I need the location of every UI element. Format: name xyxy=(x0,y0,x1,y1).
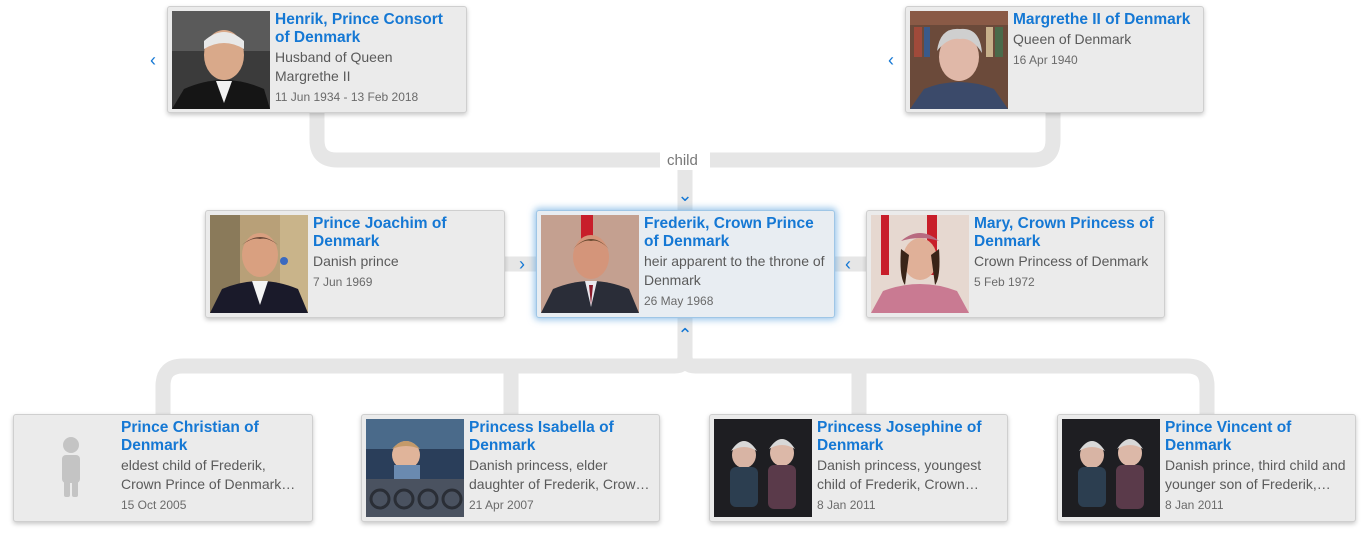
person-card-joachim[interactable]: Prince Joachim of Denmark Danish prince … xyxy=(205,210,505,318)
person-name[interactable]: Frederik, Crown Prince of Denmark xyxy=(644,215,814,250)
portrait-photo xyxy=(366,419,464,517)
chevron-left-icon[interactable]: ‹ xyxy=(845,254,851,274)
person-name[interactable]: Prince Joachim of Denmark xyxy=(313,215,447,250)
person-description: eldest child of Frederik, Crown Prince o… xyxy=(121,457,282,492)
person-dates: 5 Feb 1972 xyxy=(974,275,1035,289)
portrait-photo xyxy=(1062,419,1160,517)
person-description: Danish princess, youngest child of Frede… xyxy=(817,457,982,492)
person-card-mary[interactable]: Mary, Crown Princess of Denmark Crown Pr… xyxy=(866,210,1165,318)
portrait-photo xyxy=(714,419,812,517)
person-name[interactable]: Princess Isabella of Denmark xyxy=(469,419,614,454)
person-card-margrethe[interactable]: Margrethe II of Denmark Queen of Denmark… xyxy=(905,6,1204,113)
person-name[interactable]: Princess Josephine of Denmark xyxy=(817,419,982,454)
person-card-christian[interactable]: Prince Christian of Denmark eldest child… xyxy=(13,414,313,522)
person-card-frederik[interactable]: Frederik, Crown Prince of Denmark heir a… xyxy=(536,210,835,318)
placeholder-person-icon xyxy=(18,419,116,517)
person-description: Danish princess, elder daughter of Frede… xyxy=(469,457,644,492)
person-name[interactable]: Henrik, Prince Consort of Denmark xyxy=(275,11,443,46)
person-description: Husband of Queen Margrethe II xyxy=(275,49,393,84)
person-name[interactable]: Margrethe II of Denmark xyxy=(1013,11,1191,28)
chevron-right-icon[interactable]: › xyxy=(519,254,525,274)
person-card-henrik[interactable]: Henrik, Prince Consort of Denmark Husban… xyxy=(167,6,467,113)
person-dates: 15 Oct 2005 xyxy=(121,498,187,512)
chevron-left-icon[interactable]: ‹ xyxy=(888,50,894,70)
portrait-photo xyxy=(210,215,308,313)
portrait-photo xyxy=(541,215,639,313)
person-name[interactable]: Prince Vincent of Denmark xyxy=(1165,419,1292,454)
person-dates: 16 Apr 1940 xyxy=(1013,53,1078,67)
person-description: Danish prince, third child and younger s… xyxy=(1165,457,1346,492)
person-description: Crown Princess of Denmark xyxy=(974,253,1149,269)
relation-label: child xyxy=(667,152,698,169)
person-dates: 21 Apr 2007 xyxy=(469,498,534,512)
person-dates: 26 May 1968 xyxy=(644,294,714,308)
chevron-up-icon[interactable]: ⌃ xyxy=(677,325,693,345)
person-dates: 11 Jun 1934 - 13 Feb 2018 xyxy=(275,90,419,104)
person-card-vincent[interactable]: Prince Vincent of Denmark Danish prince,… xyxy=(1057,414,1356,522)
person-card-isabella[interactable]: Princess Isabella of Denmark Danish prin… xyxy=(361,414,660,522)
chevron-down-icon[interactable]: ⌄ xyxy=(677,185,693,205)
person-dates: 8 Jan 2011 xyxy=(817,498,876,512)
person-dates: 8 Jan 2011 xyxy=(1165,498,1224,512)
person-name[interactable]: Mary, Crown Princess of Denmark xyxy=(974,215,1154,250)
person-description: Danish prince xyxy=(313,253,399,269)
portrait-photo xyxy=(910,11,1008,109)
person-name[interactable]: Prince Christian of Denmark xyxy=(121,419,259,454)
portrait-photo xyxy=(871,215,969,313)
chevron-left-icon[interactable]: ‹ xyxy=(150,50,156,70)
portrait-photo xyxy=(172,11,270,109)
person-dates: 7 Jun 1969 xyxy=(313,275,373,289)
person-description: heir apparent to the throne of Denmark xyxy=(644,253,825,288)
person-description: Queen of Denmark xyxy=(1013,31,1132,47)
person-card-josephine[interactable]: Princess Josephine of Denmark Danish pri… xyxy=(709,414,1008,522)
